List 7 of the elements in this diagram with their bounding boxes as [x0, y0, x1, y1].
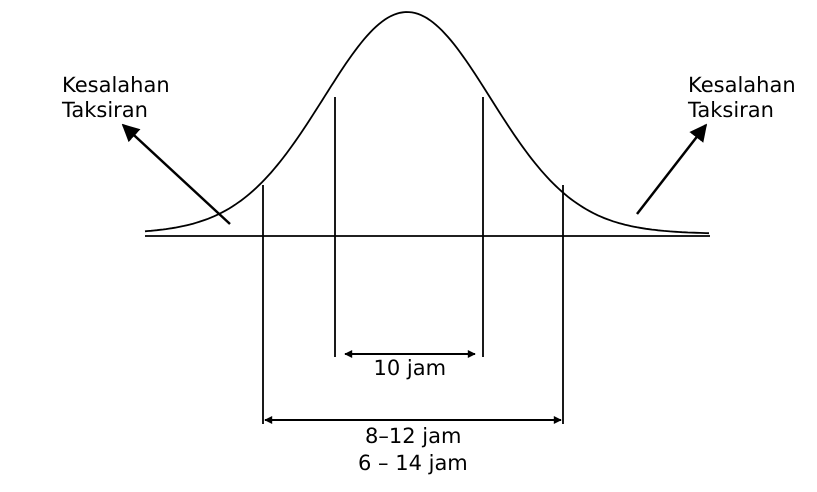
arrow — [636, 124, 708, 215]
annotation-text: Kesalahan Taksiran — [688, 73, 808, 123]
dimension-label: 6 – 14 jam — [358, 451, 468, 476]
dimension-label: 8–12 jam — [365, 424, 462, 449]
dimension-label: 10 jam — [374, 356, 446, 381]
annotation-text: Kesalahan Taksiran — [62, 73, 182, 123]
arrow — [122, 124, 231, 225]
